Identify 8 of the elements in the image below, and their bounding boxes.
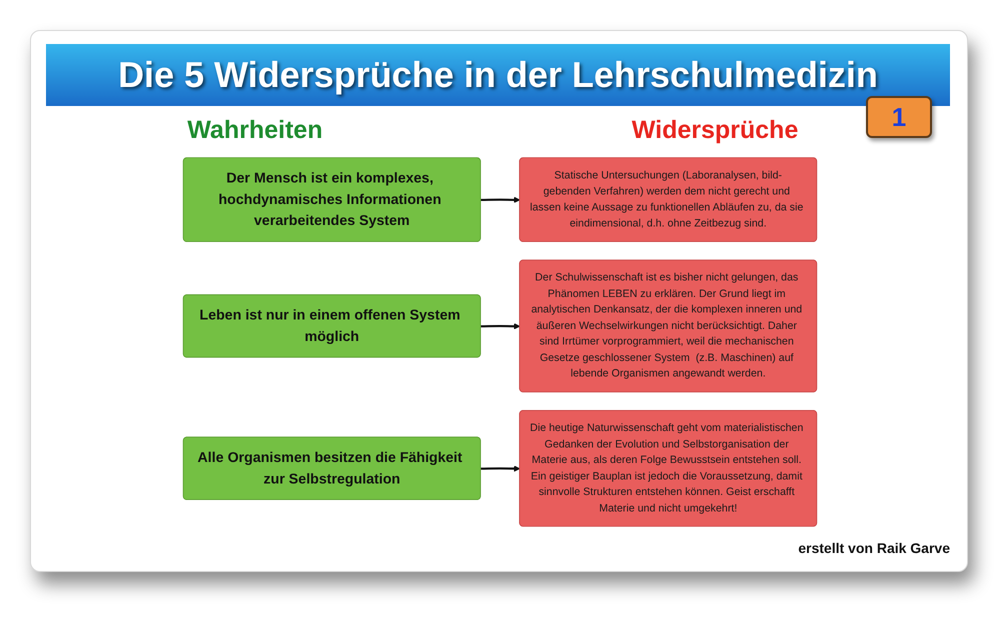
arrow bbox=[480, 466, 520, 472]
arrow bbox=[480, 323, 520, 330]
author-credit: erstellt von Raik Garve bbox=[798, 540, 950, 556]
arrow bbox=[480, 196, 520, 204]
column-heading: Widersprüche bbox=[630, 116, 800, 145]
column-heading: Wahrheiten bbox=[186, 116, 324, 145]
title: Die 5 Widersprüche in der Lehrschulmedizin bbox=[46, 44, 950, 106]
page-number-badge: 1 bbox=[866, 96, 932, 138]
